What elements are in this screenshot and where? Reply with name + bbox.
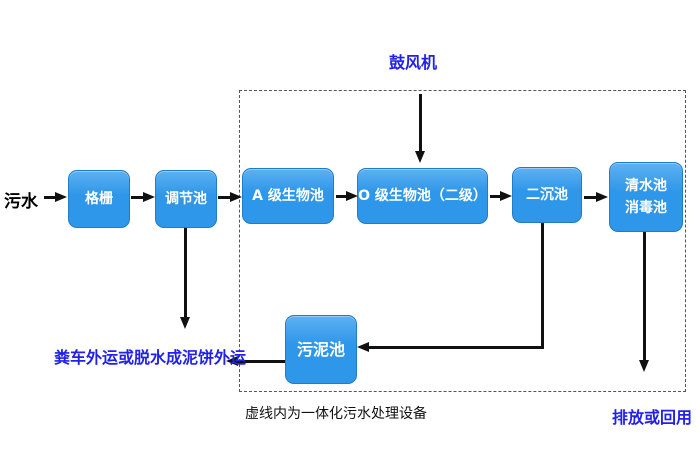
influent-label: 污水 <box>4 192 38 212</box>
disinfection-tank-label: 消毒池 <box>625 200 667 216</box>
arrow-a-bio-to-o-bio <box>336 191 358 201</box>
blower-label: 鼓风机 <box>389 53 438 72</box>
node-o-bio-tank: O 级生物池（二级） <box>357 168 488 224</box>
sludge-disposal-label: 粪车外运或脱水成泥饼外运 <box>54 348 247 367</box>
arrow-o-bio-to-sedimentation <box>490 191 512 201</box>
dashed-box-caption: 虚线内为一体化污水处理设备 <box>245 406 427 422</box>
integrated-equipment-dashed-boundary <box>239 90 686 392</box>
node-regulating-tank: 调节池 <box>155 170 217 228</box>
discharge-label: 排放或回用 <box>612 408 693 427</box>
arrow-grid-to-regulating <box>131 192 155 202</box>
arrow-blower-to-o-bio <box>415 94 425 163</box>
node-grid: 格栅 <box>68 170 130 228</box>
arrow-regulating-to-sludge-disposal <box>180 228 190 329</box>
node-secondary-sedimentation-tank: 二沉池 <box>512 167 582 223</box>
clear-water-tank-label: 清水池 <box>625 177 667 194</box>
arrow-sludge-tank-to-disposal <box>226 356 285 366</box>
arrow-regulating-to-a-bio <box>218 192 242 202</box>
node-a-bio-tank: A 级生物池 <box>242 168 334 224</box>
arrow-clear-water-to-discharge <box>639 232 649 372</box>
node-sludge-tank: 污泥池 <box>285 315 357 384</box>
line-sedimentation-down <box>541 223 544 349</box>
arrow-influent-to-grid <box>44 192 67 202</box>
arrow-sedimentation-to-clear-water <box>584 192 608 202</box>
arrow-sedimentation-to-sludge-tank <box>357 342 544 352</box>
node-clear-water-disinfection-tank: 清水池 消毒池 <box>609 162 683 232</box>
